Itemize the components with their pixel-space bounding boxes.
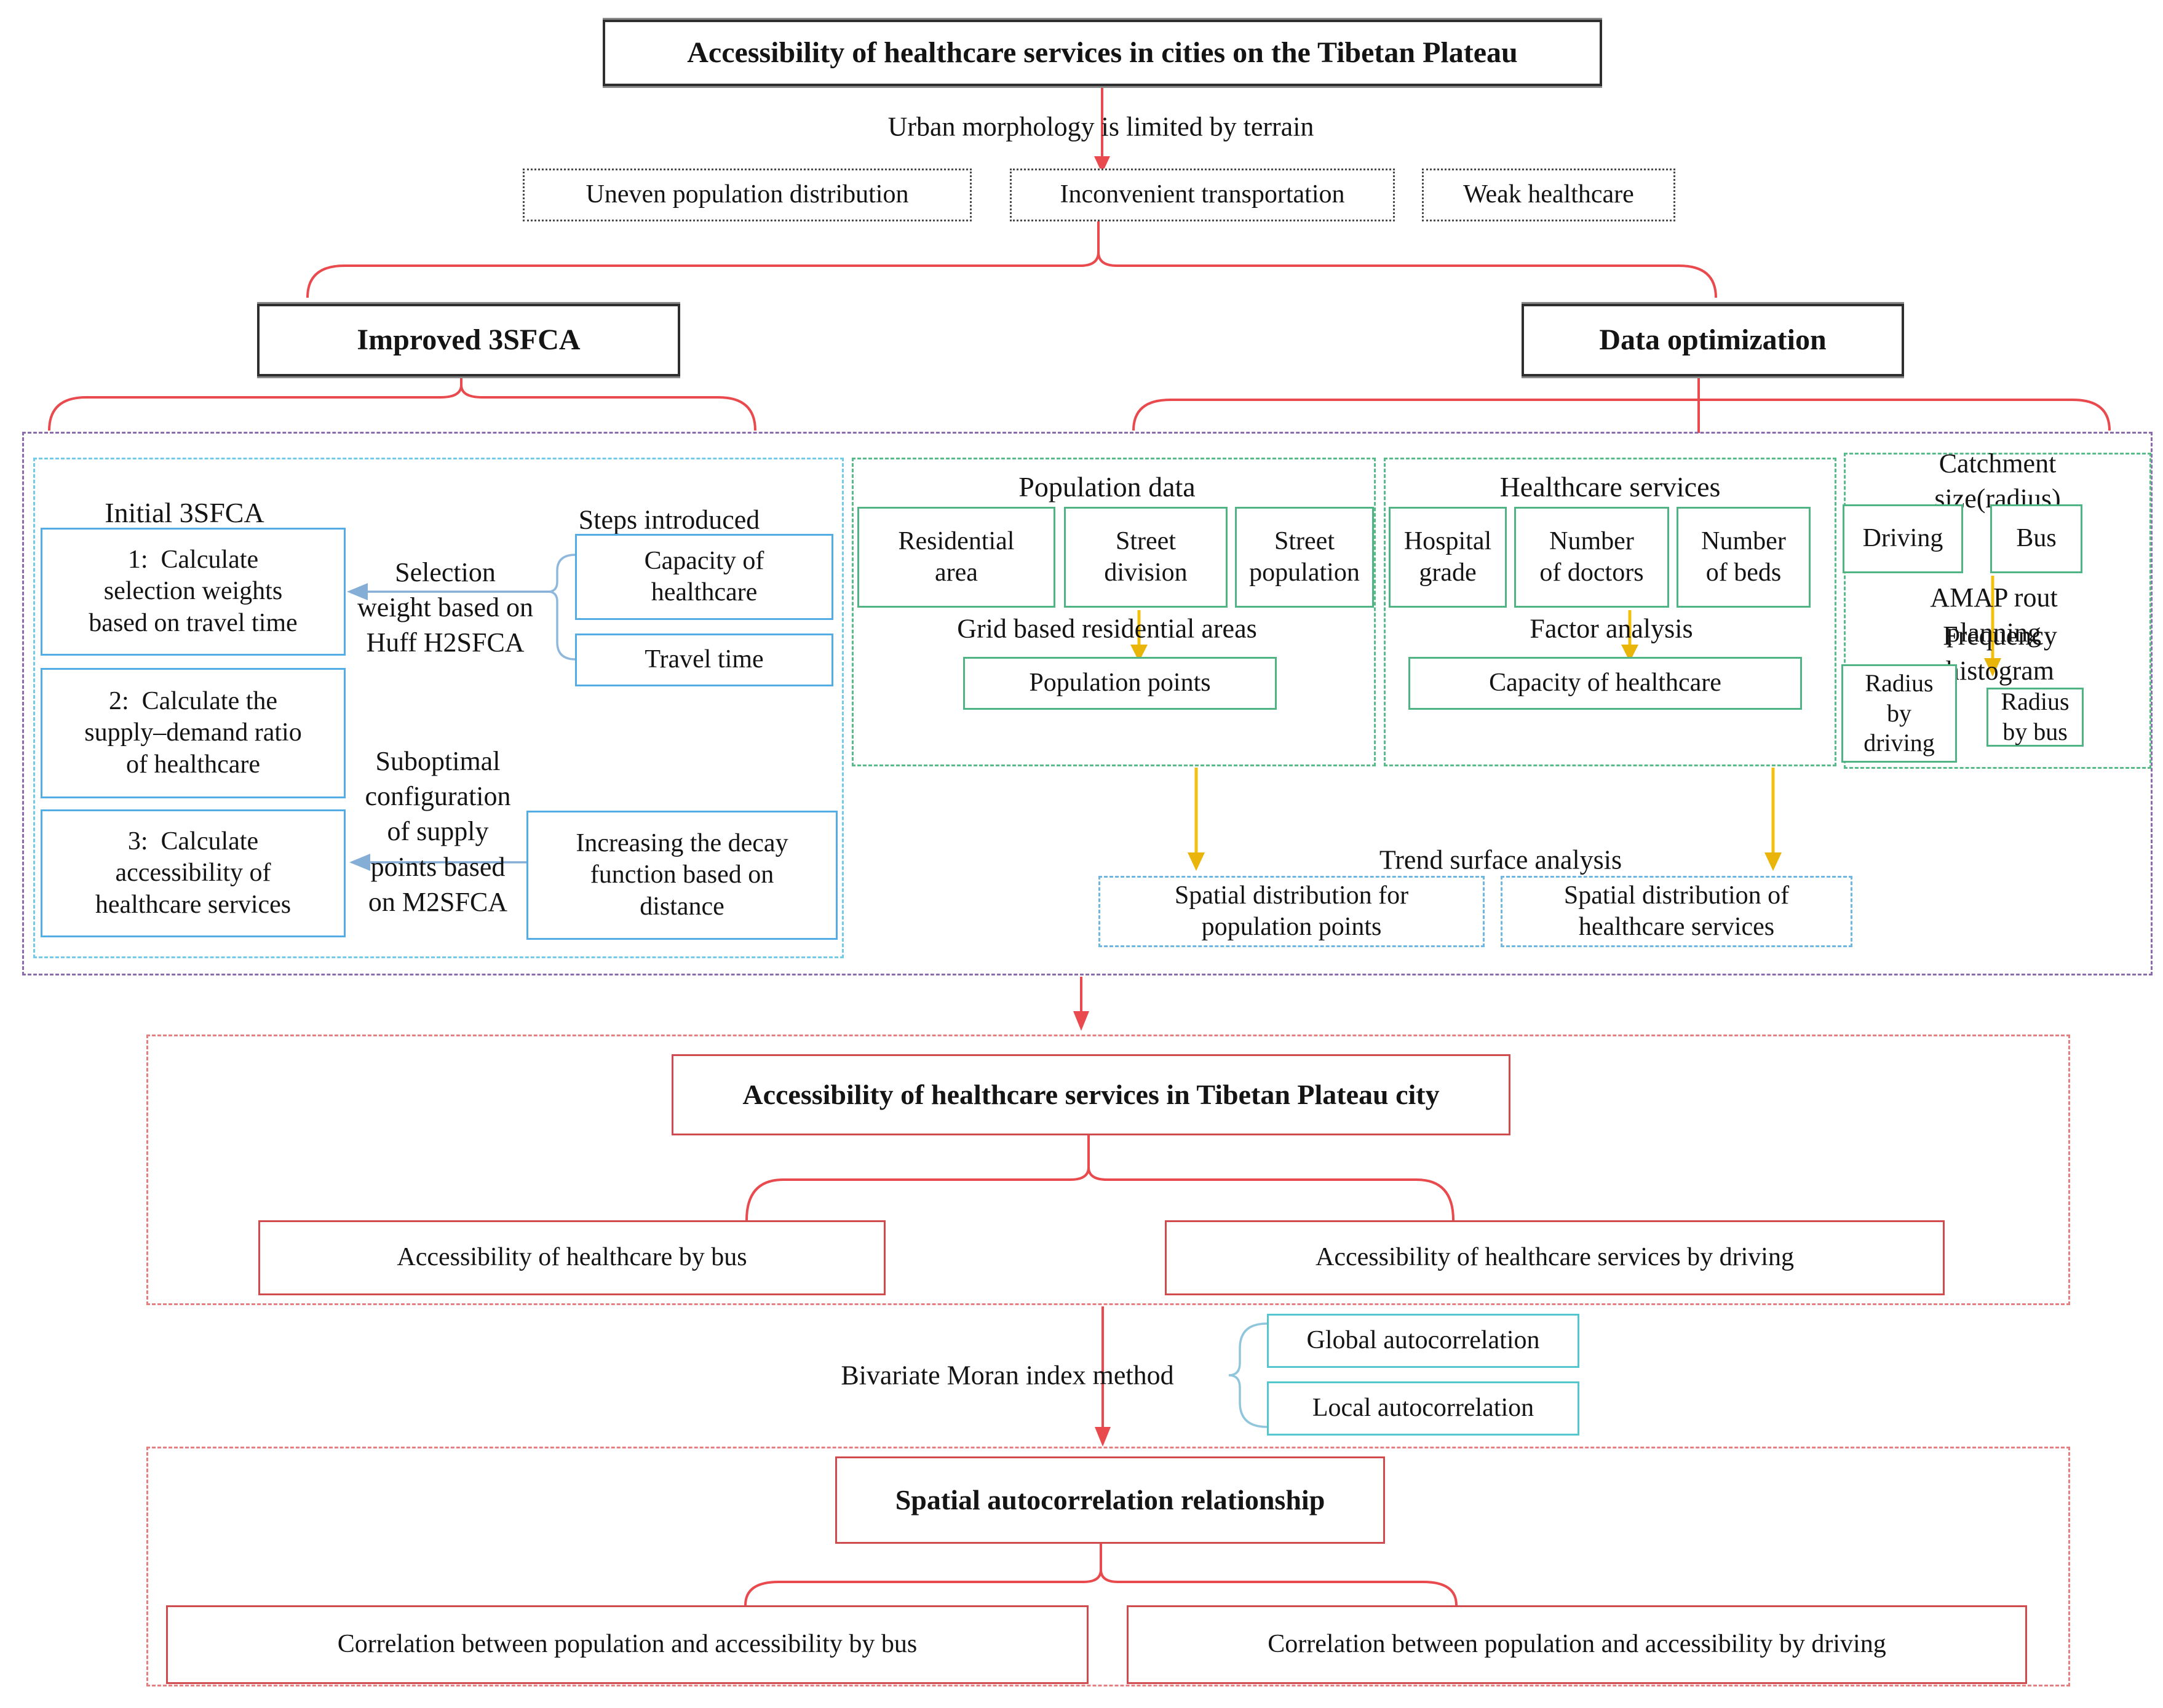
red-arrowhead-icon [1094,156,1110,173]
branch-data-optimization-box: Data optimization [1522,304,1904,376]
bus-box: Bus [1990,504,2082,573]
frequency-histogram-label: Frequency histogram [1943,620,2057,686]
red-brace-accessibility [745,1167,1455,1221]
steps-introduced-label: Steps introduced [578,504,760,535]
residential-area-box: Residential area [857,507,1055,608]
radius-bus-box: Radius by bus [1986,688,2084,747]
spatial-dist-population-box: Spatial distribution for population poin… [1098,876,1485,947]
red-arrowhead-icon [1095,1427,1111,1447]
accessibility-driving-box: Accessibility of healthcare services by … [1165,1220,1945,1295]
decay-function-box: Increasing the decay function based on d… [526,811,838,940]
number-beds-box: Number of beds [1677,507,1811,608]
red-arrowhead-icon [1073,1011,1089,1031]
red-brace-improved [48,384,756,431]
suboptimal-note: Suboptimal configuration of supply point… [365,746,511,917]
capacity-healthcare-box: Capacity of healthcare [575,534,833,620]
accessibility-title-box: Accessibility of healthcare services in … [672,1054,1510,1135]
red-brace-top-split [306,252,1717,298]
issue-box-transportation: Inconvenient transportation [1010,169,1395,221]
hospital-grade-box: Hospital grade [1389,507,1507,608]
healthcare-panel [1384,458,1836,766]
population-points-box: Population points [963,657,1277,710]
moran-method-label: Bivariate Moran index method [841,1360,1174,1391]
yellow-arrowhead-icon [1188,852,1205,871]
accessibility-bus-box: Accessibility of healthcare by bus [258,1220,886,1295]
global-autocorrelation-box: Global autocorrelation [1267,1314,1579,1368]
red-brace-spatial [744,1569,1458,1606]
red-brace-dataopt [1132,399,2111,431]
branch-improved-3sfca-box: Improved 3SFCA [257,304,680,376]
number-doctors-box: Number of doctors [1514,507,1669,608]
blue-arrowhead-icon [349,854,370,871]
blue-arrowhead-icon [347,583,368,600]
catchment-panel [1844,453,2151,769]
capacity-healthcare-result-box: Capacity of healthcare [1408,657,1802,710]
spatial-container [146,1447,2070,1686]
spatial-title-box: Spatial autocorrelation relationship [835,1456,1385,1544]
selection-weight-note: Selection weight based on Huff H2SFCA [357,557,533,658]
cyan-brace-moran [1228,1322,1268,1428]
sfca-step1-box: 1: Calculate selection weights based on … [41,528,346,656]
sfca-step2-box: 2: Calculate the supply–demand ratio of … [41,668,346,798]
methods-container [22,432,2153,975]
yellow-arrowhead-icon [1621,645,1638,662]
correlation-bus-box: Correlation between population and acces… [166,1605,1089,1684]
healthcare-panel-title: Healthcare services [1499,471,1721,503]
street-division-box: Street division [1064,507,1228,608]
spatial-dist-healthcare-box: Spatial distribution of healthcare servi… [1501,876,1852,947]
driving-box: Driving [1843,504,1963,573]
grid-based-label: Grid based residential areas [957,613,1257,644]
amap-route-label: AMAP rout planning [1930,582,2058,648]
population-panel [852,458,1376,766]
sfca-heading: Initial 3SFCA [105,497,264,529]
yellow-arrowhead-icon [1130,645,1148,662]
correlation-driving-box: Correlation between population and acces… [1127,1605,2027,1684]
accessibility-container [146,1035,2070,1305]
sfca-panel [33,458,844,958]
issue-box-healthcare: Weak healthcare [1422,169,1675,221]
issue-box-population: Uneven population distribution [523,169,972,221]
travel-time-box: Travel time [575,634,833,686]
yellow-arrowhead-icon [1984,658,2001,677]
factor-analysis-label: Factor analysis [1530,613,1693,644]
sfca-step3-box: 3: Calculate accessibility of healthcare… [41,809,346,937]
local-autocorrelation-box: Local autocorrelation [1267,1381,1579,1436]
main-title-box: Accessibility of healthcare services in … [603,20,1602,86]
radius-driving-box: Radius by driving [1841,664,1957,763]
trend-surface-label: Trend surface analysis [1379,844,1622,875]
street-population-box: Street population [1235,507,1374,608]
constraint-label: Urban morphology is limited by terrain [887,111,1314,142]
population-panel-title: Population data [1018,471,1196,503]
yellow-arrowhead-icon [1764,852,1782,871]
